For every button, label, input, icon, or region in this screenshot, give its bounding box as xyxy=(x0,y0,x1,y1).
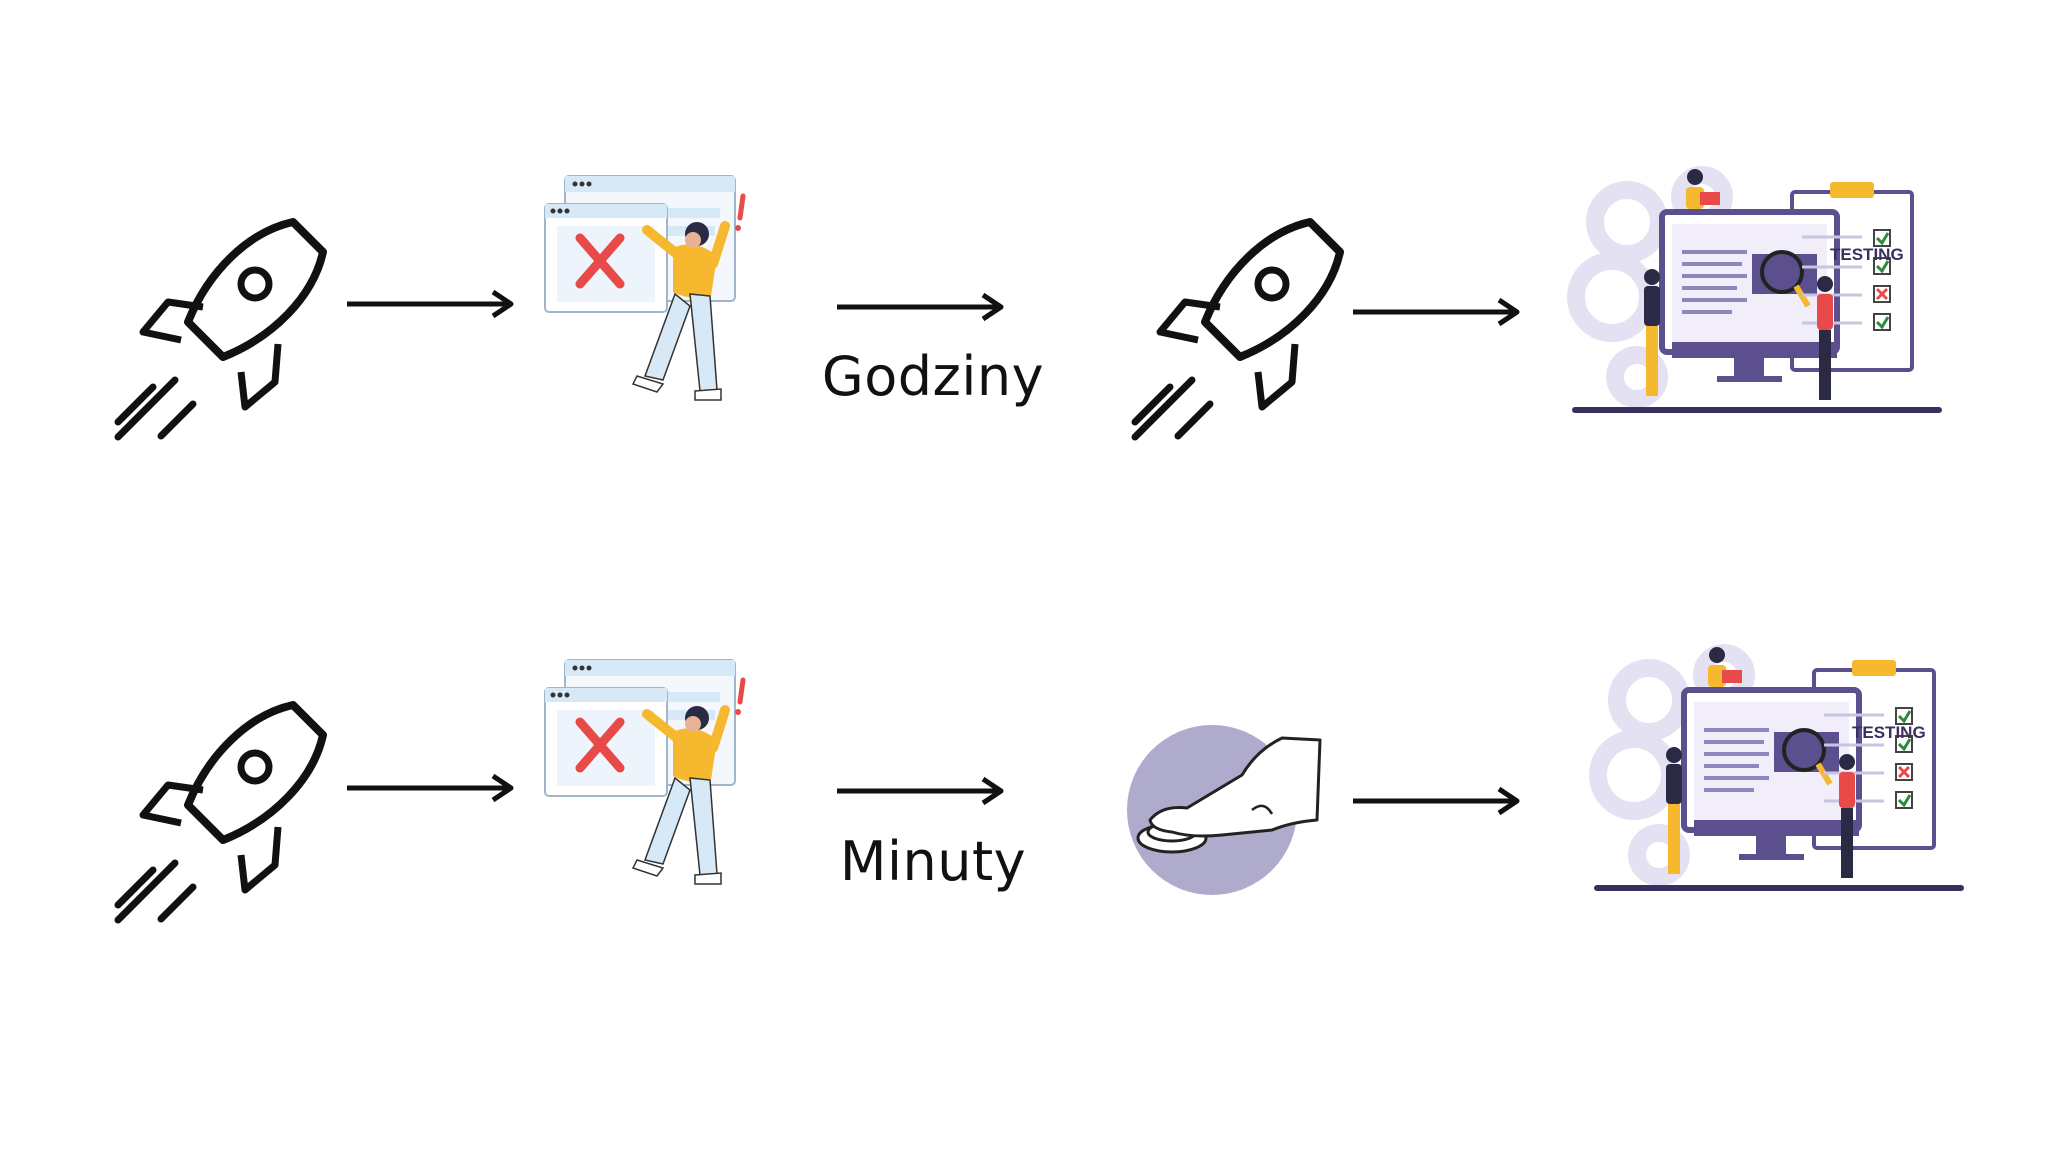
arrow-icon xyxy=(837,295,1001,319)
error-window-person-icon xyxy=(545,176,743,400)
arrow-icon xyxy=(1353,789,1517,813)
testing-illustration-icon xyxy=(1572,169,1942,413)
rocket-icon xyxy=(118,705,323,920)
push-button-icon xyxy=(1125,723,1322,897)
arrow-icon xyxy=(347,776,511,800)
testing-illustration-icon xyxy=(1594,647,1964,891)
testing-label: TESTING xyxy=(1830,245,1904,264)
rocket-icon xyxy=(1135,222,1340,437)
rocket-icon xyxy=(118,222,323,437)
arrow-icon xyxy=(347,292,511,316)
arrow-icon xyxy=(1353,300,1517,324)
step-label-hours: Godziny xyxy=(821,345,1045,408)
error-window-person-icon xyxy=(545,660,743,884)
testing-label: TESTING xyxy=(1852,723,1926,742)
arrow-icon xyxy=(837,779,1001,803)
step-label-minutes: Minuty xyxy=(839,830,1027,893)
